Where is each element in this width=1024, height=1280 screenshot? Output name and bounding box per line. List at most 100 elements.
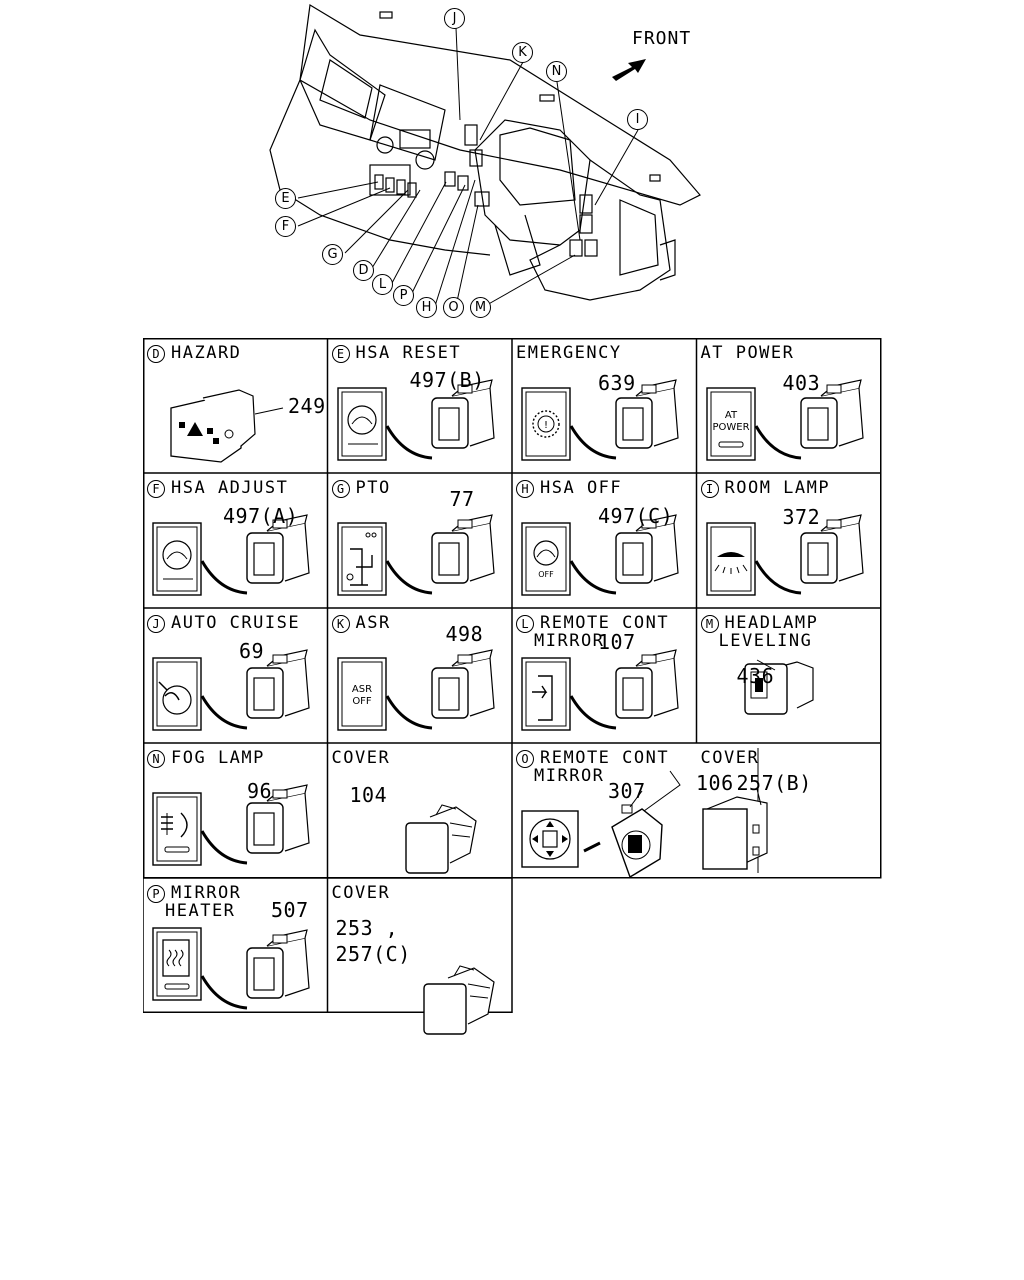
- part-number: 69: [239, 639, 265, 663]
- part-number: 77: [449, 487, 475, 511]
- title-line: MIRROR: [171, 883, 242, 903]
- switch-illustration: [701, 788, 768, 870]
- callout-O: O: [443, 297, 464, 318]
- part-number: 403: [782, 371, 821, 395]
- callout-letter: O: [516, 750, 534, 768]
- callout-letter: F: [147, 480, 165, 498]
- title-line: HSA ADJUST: [171, 478, 289, 498]
- title-line: PTO: [355, 478, 391, 498]
- switch-illustration: [152, 784, 310, 866]
- part-number: 372: [782, 505, 821, 529]
- title-line: AT POWER: [700, 343, 795, 363]
- title-line: HAZARD: [171, 343, 242, 363]
- title-line: HSA OFF: [540, 478, 623, 498]
- callout-letter: J: [147, 615, 165, 633]
- switch-illustration: OFF: [521, 514, 679, 596]
- callout-letter: K: [331, 615, 350, 633]
- switch-illustration: [521, 649, 679, 731]
- callout-F: F: [275, 216, 296, 237]
- title-line-2: LEVELING: [718, 631, 813, 651]
- part-number: 507: [271, 898, 309, 922]
- callout-letter: L: [516, 615, 534, 633]
- part-number: 639: [598, 371, 636, 395]
- cell-title: COVER: [701, 750, 760, 767]
- svg-text:AT: AT: [724, 410, 737, 421]
- callout-L: L: [372, 274, 393, 295]
- cell-title: COVER: [332, 750, 391, 767]
- grid-lines: [143, 338, 882, 1013]
- cell-title: D HAZARD: [147, 345, 241, 363]
- part-number: 497(A): [223, 504, 299, 528]
- part-number-2: 257(C): [335, 942, 411, 966]
- svg-text:POWER: POWER: [712, 422, 749, 433]
- svg-text:ASR: ASR: [351, 684, 371, 695]
- title-line-2: MIRROR: [534, 631, 605, 651]
- cell-title: EMERGENCY: [516, 345, 622, 362]
- cell-title: COVER: [332, 885, 391, 902]
- part-number-2: 106: [696, 771, 734, 795]
- title-line: REMOTE CONT: [540, 613, 670, 633]
- callout-letter: M: [700, 615, 719, 633]
- dashboard-overview: J K N I E F G D L P H O M: [260, 0, 710, 330]
- callout-letter: N: [147, 750, 165, 768]
- switch-illustration: ASR OFF: [336, 649, 495, 731]
- callout-letter: D: [147, 345, 165, 363]
- svg-text:OFF: OFF: [538, 570, 554, 579]
- switch-illustration: [152, 514, 310, 596]
- part-number: 104: [349, 783, 388, 807]
- title-line: EMERGENCY: [516, 343, 622, 363]
- callout-D: D: [353, 260, 374, 281]
- switch-illustration: [521, 770, 681, 879]
- callout-I: I: [627, 109, 648, 130]
- part-number: 96: [247, 779, 273, 803]
- switch-illustration: [705, 514, 864, 596]
- title-line: COVER: [331, 748, 391, 768]
- part-number: 249: [288, 394, 326, 418]
- part-cell-emergency: ! EMERGENCY 639: [512, 338, 697, 473]
- cell-title: H HSA OFF: [516, 480, 622, 498]
- front-arrow-icon: [612, 59, 646, 81]
- title-line: REMOTE CONT: [540, 748, 670, 768]
- title-line: COVER: [331, 883, 391, 903]
- callout-H: H: [416, 297, 437, 318]
- cell-title: K ASR: [331, 613, 391, 633]
- cell-title: F HSA ADJUST: [147, 480, 288, 498]
- switch-illustration: [336, 379, 495, 461]
- cell-title: AT POWER: [701, 345, 795, 362]
- svg-text:OFF: OFF: [352, 696, 372, 707]
- switch-illustration: AT POWER: [705, 379, 864, 461]
- callout-E: E: [275, 188, 296, 209]
- title-line: HSA RESET: [355, 343, 462, 363]
- title-line-2: HEATER: [165, 901, 236, 921]
- part-number: 307: [608, 779, 646, 803]
- callout-J: J: [444, 8, 465, 29]
- switch-illustration: !: [521, 379, 679, 461]
- switch-illustration: [170, 389, 284, 463]
- svg-text:!: !: [544, 420, 548, 431]
- callout-letter: P: [147, 885, 165, 903]
- title-line: ROOM LAMP: [724, 478, 831, 498]
- callout-M: M: [470, 297, 491, 318]
- part-number: 497(C): [598, 504, 674, 528]
- callout-letter: H: [516, 480, 534, 498]
- switch-illustration: [743, 659, 814, 715]
- part-cell-cover: COVER 104: [328, 743, 513, 878]
- title-line: ASR: [355, 613, 391, 633]
